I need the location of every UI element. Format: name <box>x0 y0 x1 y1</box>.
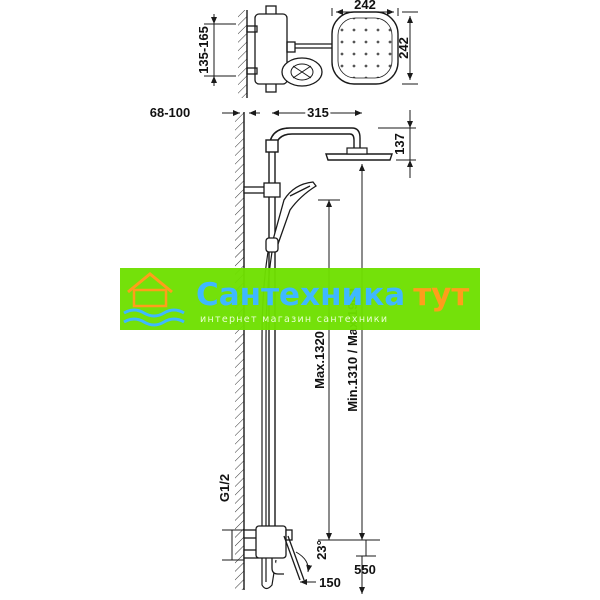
dim-wall-offset-label: 68-100 <box>150 105 190 120</box>
dim-head-height-label: 242 <box>396 37 411 59</box>
main-wall-section <box>235 112 245 590</box>
shower-column <box>265 127 361 530</box>
dim-wall-offset: 68-100 <box>150 105 260 120</box>
dim-connection: G1/2 <box>217 474 244 561</box>
dim-head-width-label: 242 <box>354 0 376 12</box>
dim-head-drop: 137 <box>378 110 416 178</box>
dim-head-drop-label: 137 <box>392 133 407 155</box>
dim-spout-label: 150 <box>319 575 341 590</box>
wall-bracket <box>243 182 281 198</box>
dim-floor-gap: 550 <box>354 556 376 594</box>
dim-arm-length: 315 315 <box>272 103 362 122</box>
brand-tagline: интернет магазин сантехники <box>200 314 388 325</box>
shower-head-top-view <box>331 11 399 85</box>
dim-mixer-height: 135-165 <box>196 14 236 86</box>
thermostatic-mixer-side <box>243 525 305 581</box>
floor-reference <box>318 539 380 557</box>
dim-handshower-max: Max.1320 <box>312 199 340 540</box>
dim-head-height-range: Min.1310 / Max.1960 <box>345 164 365 540</box>
rain-shower-head-side <box>325 147 393 161</box>
top-wall-section <box>238 10 248 98</box>
dim-spout: 150 <box>300 575 341 590</box>
dim-floor-gap-label: 550 <box>354 562 376 577</box>
dim-angle: 23° <box>295 540 329 573</box>
dim-head-height: 242 <box>396 11 418 85</box>
svg-text:315: 315 <box>307 105 329 120</box>
brand-main: Сантехника <box>196 277 405 313</box>
dim-mixer-height-label: 135-165 <box>196 26 211 74</box>
dim-head-width: 242 <box>331 0 399 16</box>
house-logo-icon <box>123 272 185 327</box>
dim-handshower-max-label: Max.1320 <box>312 331 327 389</box>
dim-angle-label: 23° <box>314 540 329 560</box>
dim-arm-length-label: 315 <box>307 105 329 120</box>
handshower-top-view <box>281 57 323 87</box>
dim-connection-label: G1/2 <box>217 474 232 502</box>
thermostatic-mixer-top <box>246 5 332 93</box>
brand-accent: тут <box>413 277 469 313</box>
